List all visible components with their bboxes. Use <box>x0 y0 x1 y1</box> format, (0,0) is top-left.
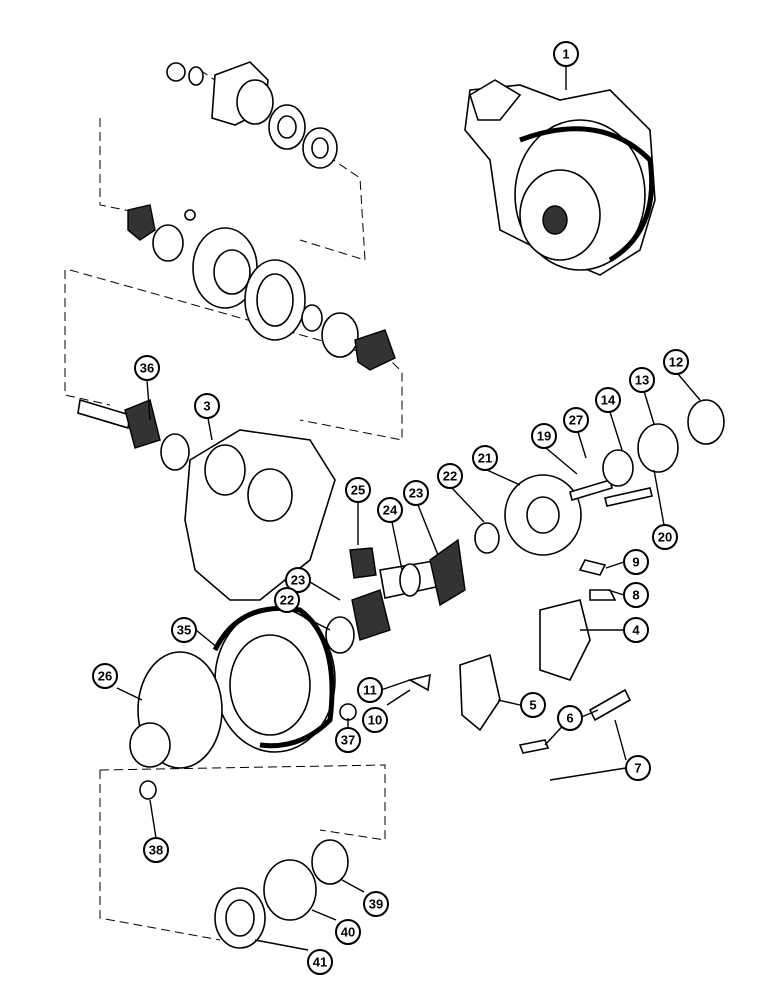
callout-7: 7 <box>625 755 651 781</box>
callout-6: 6 <box>557 705 583 731</box>
dashed-group-outline <box>99 764 386 941</box>
differential-housing <box>184 429 336 601</box>
callout-label: 12 <box>669 355 683 370</box>
callout-label: 38 <box>149 843 163 858</box>
callout-37: 37 <box>335 727 361 753</box>
dashed-group-outline <box>64 269 403 441</box>
pinion-gear <box>77 398 190 471</box>
callout-3: 3 <box>194 393 220 419</box>
callout-label: 11 <box>363 683 377 698</box>
bottom-bearing-group <box>139 780 349 949</box>
callout-24: 24 <box>377 497 403 523</box>
callout-label: 13 <box>635 373 649 388</box>
callout-label: 41 <box>313 955 327 970</box>
callout-27: 27 <box>563 407 589 433</box>
callout-38: 38 <box>143 837 169 863</box>
callout-10: 10 <box>362 707 388 733</box>
callout-label: 6 <box>566 711 573 726</box>
callout-19: 19 <box>531 423 557 449</box>
callout-23b: 23 <box>285 567 311 593</box>
callout-9: 9 <box>623 549 649 575</box>
callout-label: 40 <box>341 925 355 940</box>
callout-25: 25 <box>345 477 371 503</box>
callout-label: 8 <box>632 588 639 603</box>
callout-36: 36 <box>134 355 160 381</box>
callout-21: 21 <box>472 445 498 471</box>
callout-4: 4 <box>623 617 649 643</box>
callout-label: 26 <box>98 669 112 684</box>
callout-label: 5 <box>529 698 536 713</box>
callout-5: 5 <box>520 692 546 718</box>
differential-gears <box>349 399 725 607</box>
callout-23: 23 <box>403 480 429 506</box>
callout-label: 7 <box>634 761 641 776</box>
callout-label: 23 <box>409 486 423 501</box>
callout-label: 22 <box>443 469 457 484</box>
flange-yoke-group <box>166 61 338 169</box>
callout-label: 39 <box>369 897 383 912</box>
callout-label: 3 <box>203 399 210 414</box>
callout-label: 20 <box>658 530 672 545</box>
callout-1: 1 <box>553 41 579 67</box>
callout-label: 25 <box>351 483 365 498</box>
callout-label: 36 <box>140 361 154 376</box>
callout-12: 12 <box>663 349 689 375</box>
callout-22b: 22 <box>274 587 300 613</box>
callout-label: 23 <box>291 573 305 588</box>
callout-40: 40 <box>335 919 361 945</box>
callout-13: 13 <box>629 367 655 393</box>
callout-label: 27 <box>569 413 583 428</box>
callout-label: 10 <box>368 713 382 728</box>
callout-label: 19 <box>537 429 551 444</box>
callout-35: 35 <box>171 617 197 643</box>
callout-label: 1 <box>562 47 569 62</box>
bearing-caps <box>407 559 632 754</box>
callout-label: 37 <box>341 733 355 748</box>
leader-lines <box>116 66 701 951</box>
ring-gear-group <box>129 589 391 769</box>
callout-11: 11 <box>357 677 383 703</box>
callout-20: 20 <box>652 524 678 550</box>
callout-label: 22 <box>280 593 294 608</box>
callout-label: 35 <box>177 623 191 638</box>
callout-22: 22 <box>437 463 463 489</box>
callout-41: 41 <box>307 949 333 975</box>
differential-assembly <box>464 79 656 276</box>
callout-26: 26 <box>92 663 118 689</box>
callout-39: 39 <box>363 891 389 917</box>
callout-label: 14 <box>601 393 616 408</box>
callout-label: 9 <box>632 555 639 570</box>
callout-label: 4 <box>632 623 640 638</box>
callout-label: 21 <box>478 451 492 466</box>
hub-bearing-group <box>127 204 396 371</box>
callout-label: 24 <box>383 503 398 518</box>
callout-14: 14 <box>595 387 621 413</box>
callout-8: 8 <box>623 582 649 608</box>
